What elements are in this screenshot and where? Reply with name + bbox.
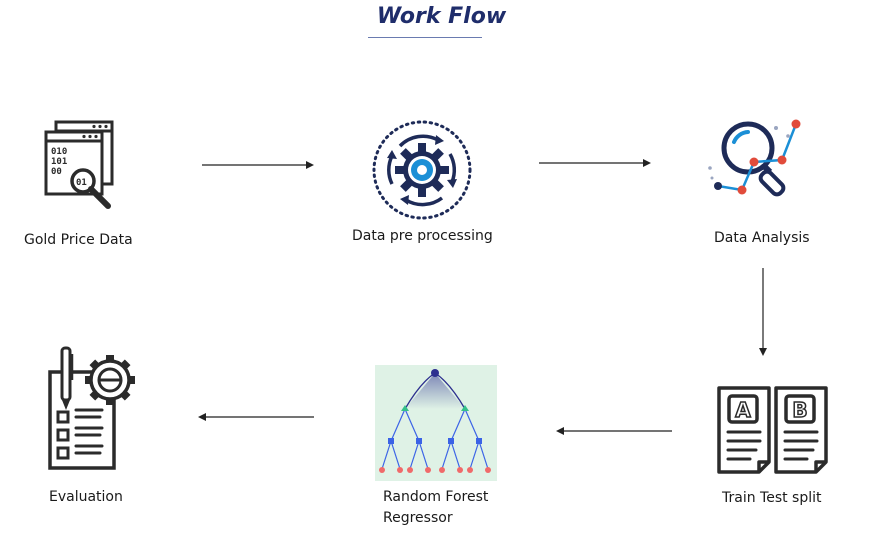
evaluation-label: Evaluation: [49, 489, 123, 505]
binary-line-4: 01: [76, 178, 87, 188]
diagram-title: Work Flow: [376, 4, 507, 29]
binary-document-magnifier-icon: 010 101 00 01: [44, 120, 114, 209]
clipboard-gear-icon: [48, 346, 135, 470]
random-forest-label-line1: Random Forest: [383, 489, 489, 505]
arrow-preprocessing-to-analysis: [539, 159, 651, 167]
doc-a-letter: A: [735, 398, 751, 422]
random-forest-label-line2: Regressor: [383, 510, 453, 526]
magnifier-chart-icon: [708, 119, 801, 197]
binary-line-1: 010: [51, 147, 67, 157]
doc-b-letter: B: [792, 398, 807, 422]
decision-tree-icon: [375, 365, 497, 481]
data-analysis-node: [704, 116, 808, 206]
gear-cycle-icon: [372, 120, 472, 220]
arrow-forest-to-evaluation: [198, 413, 314, 421]
binary-line-2: 101: [51, 157, 67, 167]
train-test-split-node: A B: [714, 380, 834, 480]
title-underline: [368, 37, 482, 38]
arrow-split-to-forest: [556, 427, 672, 435]
arrow-analysis-to-split: [759, 268, 767, 356]
gold-price-data-node: 010 101 00 01: [40, 118, 120, 218]
data-analysis-label: Data Analysis: [714, 230, 810, 246]
train-test-split-label: Train Test split: [722, 490, 822, 506]
arrow-gold-to-preprocessing: [202, 161, 314, 169]
data-pre-processing-label: Data pre processing: [352, 228, 493, 244]
data-pre-processing-node: [370, 118, 474, 222]
binary-line-3: 00: [51, 167, 62, 177]
random-forest-regressor-node: [375, 365, 497, 481]
ab-documents-icon: A B: [717, 386, 828, 474]
evaluation-node: [44, 344, 144, 474]
gold-price-data-label: Gold Price Data: [24, 232, 133, 248]
